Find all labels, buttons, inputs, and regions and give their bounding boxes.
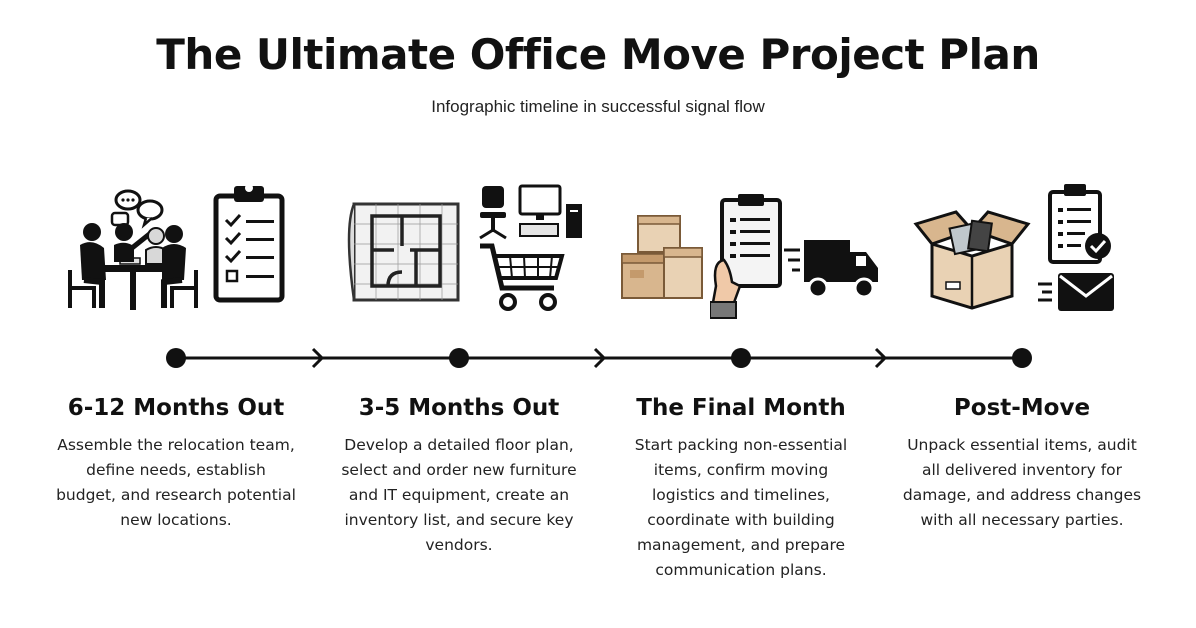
office-furniture-icon	[479, 184, 582, 240]
timeline-arrow-3	[874, 347, 888, 369]
stage-4-icons	[912, 170, 1132, 320]
floor-plan-icon	[347, 202, 460, 302]
stage-description: Start packing non-essential items, confi…	[634, 436, 848, 579]
timeline-node-1	[166, 348, 186, 368]
stage-heading: 3-5 Months Out	[358, 395, 560, 421]
team-meeting-icon	[68, 189, 198, 310]
timeline-arrow-2	[593, 347, 607, 369]
timeline	[166, 347, 1032, 369]
stage-description: Assemble the relocation team, define nee…	[56, 436, 296, 529]
stage-description: Unpack essential items, audit all delive…	[902, 436, 1142, 529]
stage-1-icons	[62, 170, 302, 320]
page-subtitle: Infographic timeline in successful signa…	[431, 97, 765, 116]
stage-heading: The Final Month	[636, 395, 846, 421]
timeline-node-2	[449, 348, 469, 368]
checklist-approved-icon	[1048, 184, 1111, 264]
timeline-node-4	[1012, 348, 1032, 368]
stage-post-move: Post-Move Unpack essential items, audit …	[892, 395, 1152, 533]
moving-truck-icon	[784, 240, 878, 299]
clipboard-checklist-icon	[213, 184, 285, 303]
envelope-icon	[1038, 273, 1114, 311]
moving-boxes-icon	[621, 215, 703, 299]
stage-2-icons	[346, 170, 586, 320]
shopping-cart-icon	[480, 243, 565, 311]
stage-6-12-months: 6-12 Months Out Assemble the relocation …	[46, 395, 306, 533]
stage-3-icons	[618, 170, 888, 320]
hand-clipboard-icon	[710, 194, 782, 319]
stage-heading: Post-Move	[953, 395, 1091, 421]
open-box-icon	[913, 210, 1031, 310]
timeline-node-3	[731, 348, 751, 368]
page-title: The Ultimate Office Move Project Plan	[156, 30, 1040, 79]
timeline-arrow-1	[311, 347, 325, 369]
icon-row	[0, 170, 1196, 320]
stage-3-5-months: 3-5 Months Out Develop a detailed floor …	[329, 395, 589, 558]
stage-final-month: The Final Month Start packing non-essent…	[611, 395, 871, 583]
stage-heading: 6-12 Months Out	[67, 395, 285, 421]
stage-description: Develop a detailed floor plan, select an…	[341, 436, 577, 554]
